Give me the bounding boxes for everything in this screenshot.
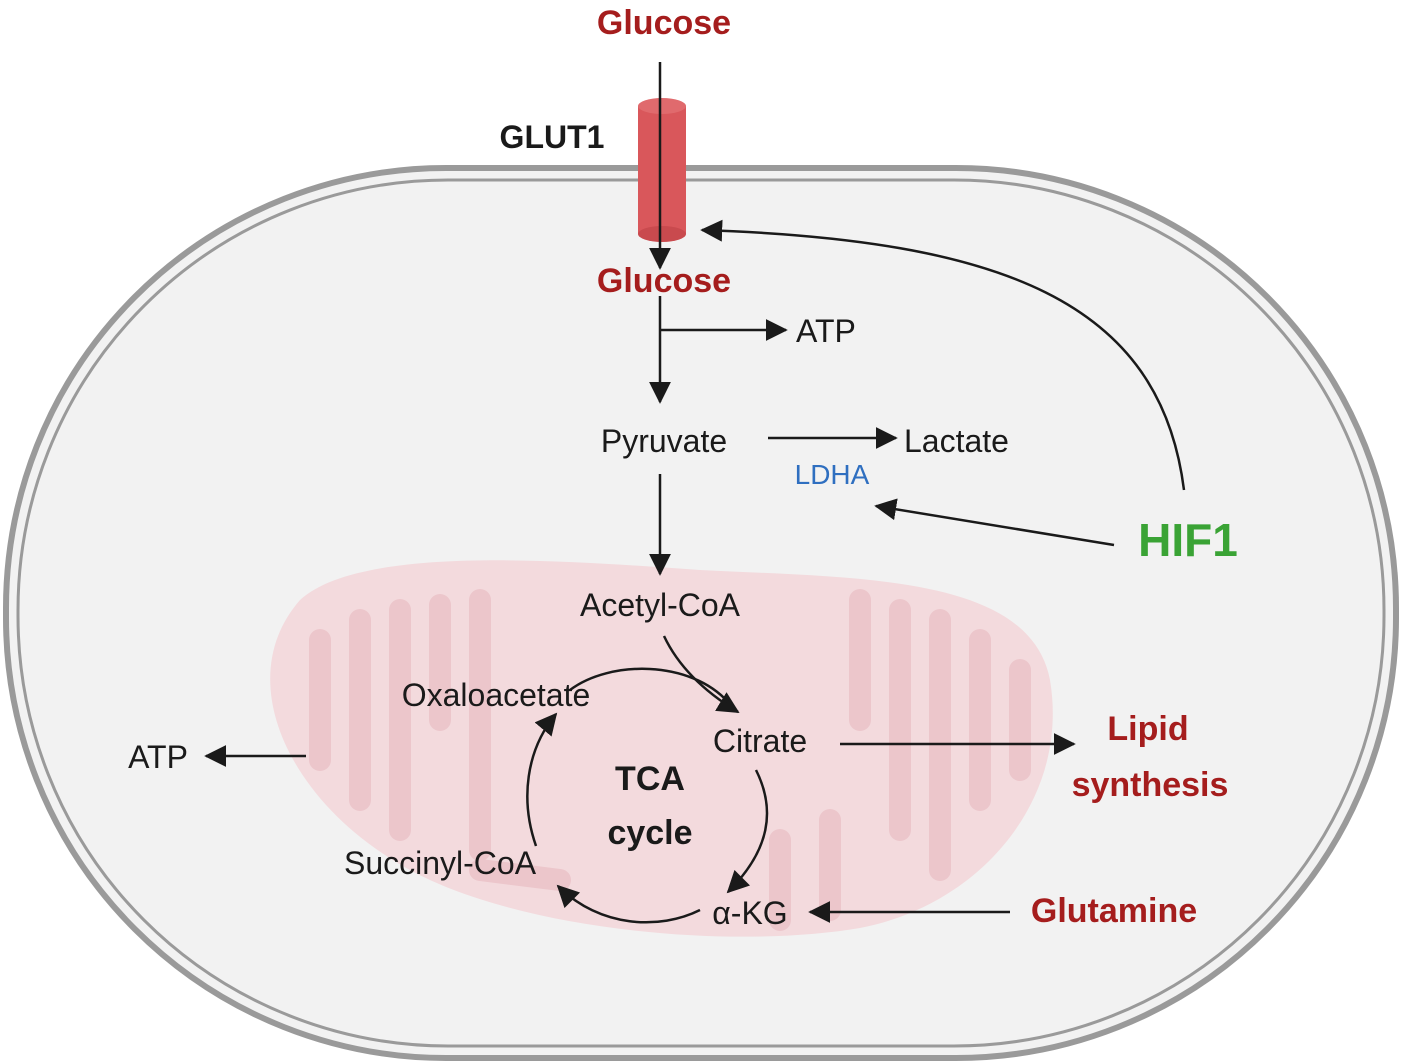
- lipid-synthesis-line2: synthesis: [1072, 766, 1229, 804]
- pyruvate-label: Pyruvate: [601, 423, 727, 459]
- tca-arc-citrate-akg: [726, 769, 769, 894]
- tca-arc-akg-succinylcoa: [556, 884, 701, 924]
- tca-arc-succinylcoa-oxaloacetate: [526, 712, 558, 847]
- acetyl-coa-label: Acetyl-CoA: [580, 587, 741, 623]
- glut1-label: GLUT1: [500, 119, 605, 155]
- ldha-label: LDHA: [795, 459, 870, 490]
- glucose-outside-label: Glucose: [597, 4, 731, 42]
- tca-label-line1: TCA: [615, 760, 685, 798]
- lactate-label: Lactate: [904, 423, 1009, 459]
- glut1-transporter: [638, 98, 686, 242]
- lipid-synthesis-line1: Lipid: [1107, 710, 1188, 748]
- oxaloacetate-label: Oxaloacetate: [402, 677, 591, 713]
- succinyl-coa-label: Succinyl-CoA: [344, 845, 537, 881]
- glutamine-label: Glutamine: [1031, 892, 1197, 930]
- citrate-label: Citrate: [713, 723, 807, 759]
- tca-arc-oxaloacetate-citrate: [569, 667, 729, 703]
- atp-mito-label: ATP: [128, 739, 188, 775]
- tca-label-line2: cycle: [607, 814, 692, 852]
- akg-label: α-KG: [712, 895, 787, 931]
- cell-membrane-inner: [16, 178, 1386, 1048]
- hif1-to-glut1-arrow: [700, 219, 1186, 491]
- glucose-inside-label: Glucose: [597, 262, 731, 300]
- hif1-to-ldha-arrow: [874, 498, 1115, 547]
- atp-glycolysis-label: ATP: [796, 313, 856, 349]
- mitochondrion: [270, 560, 1053, 937]
- hif1-label: HIF1: [1138, 514, 1238, 566]
